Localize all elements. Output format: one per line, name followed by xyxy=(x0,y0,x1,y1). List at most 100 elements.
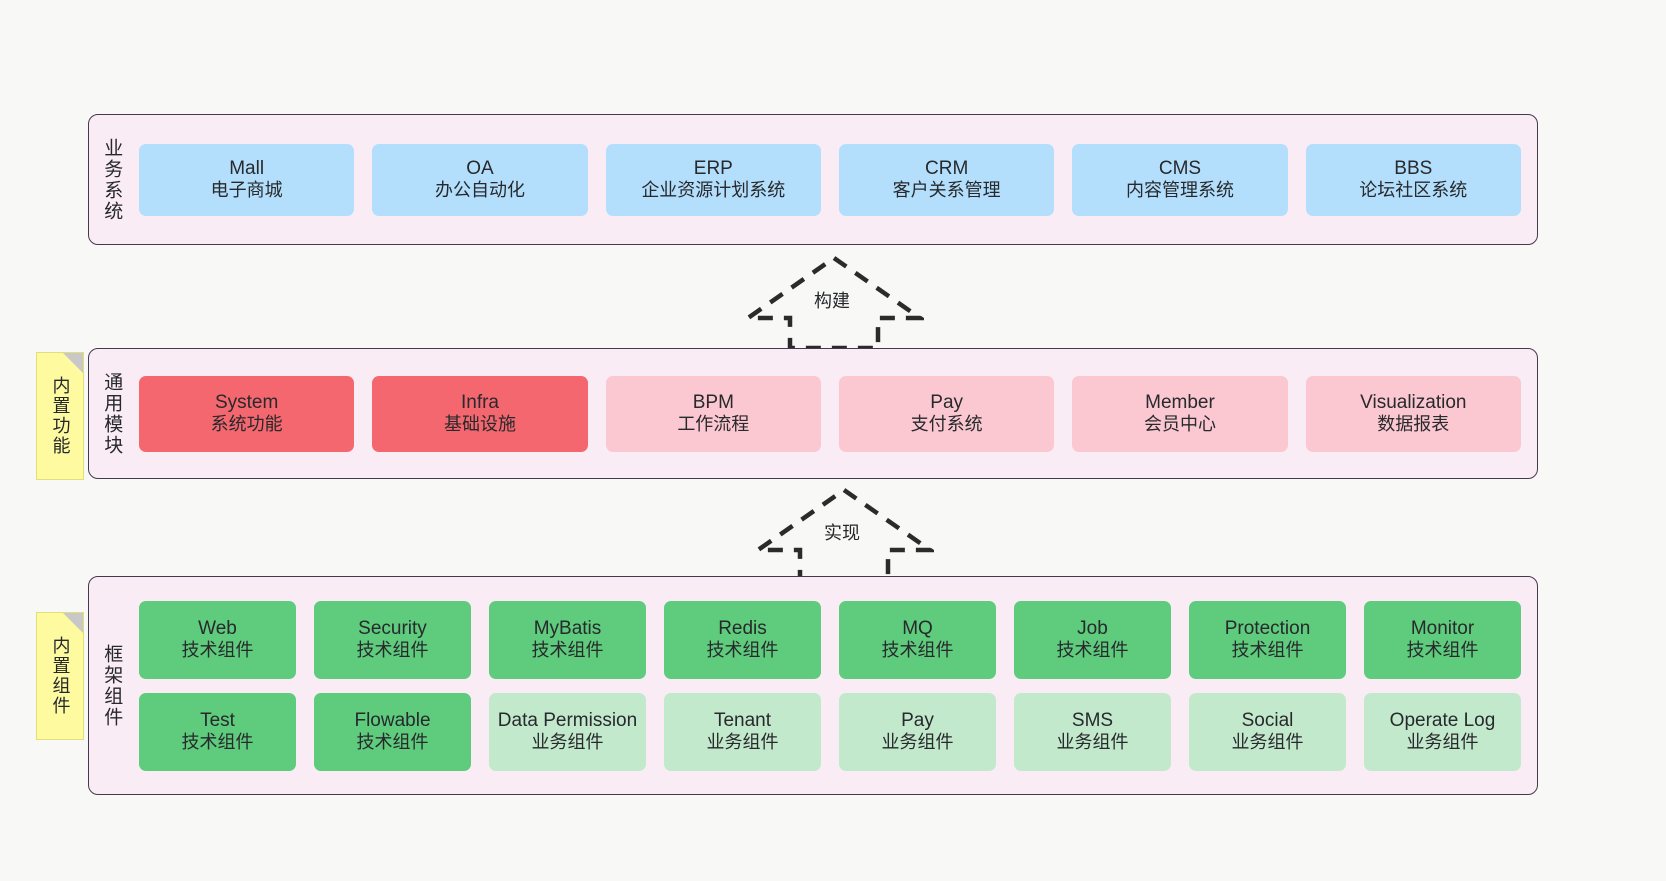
box-name: Redis xyxy=(718,617,767,639)
component-box-security[interactable]: Security 技术组件 xyxy=(314,600,471,679)
box-name: ERP xyxy=(693,157,733,179)
box-subtitle: 技术组件 xyxy=(1406,640,1479,661)
box-subtitle: 内容管理系统 xyxy=(1125,180,1234,201)
box-name: BPM xyxy=(692,391,734,413)
module-box-member[interactable]: Member 会员中心 xyxy=(1072,375,1288,452)
box-subtitle: 技术组件 xyxy=(1056,640,1129,661)
component-box-protection[interactable]: Protection 技术组件 xyxy=(1189,600,1346,679)
box-row: System 系统功能 Infra 基础设施 BPM 工作流程 Pay 支付系统… xyxy=(139,375,1521,452)
sticky-note-label: 内置组件 xyxy=(50,636,71,716)
box-subtitle: 业务组件 xyxy=(1231,732,1304,753)
sticky-note-builtin-functions: 内置功能 xyxy=(36,352,84,480)
box-subtitle: 会员中心 xyxy=(1143,414,1216,435)
box-row: Web 技术组件 Security 技术组件 MyBatis 技术组件 Redi… xyxy=(139,600,1521,679)
layer-title-framework: 框架组件 xyxy=(101,643,123,728)
business-box-bbs[interactable]: BBS 论坛社区系统 xyxy=(1305,143,1521,216)
component-box-data-permission[interactable]: Data Permission 业务组件 xyxy=(489,692,646,771)
layer-body-common: System 系统功能 Infra 基础设施 BPM 工作流程 Pay 支付系统… xyxy=(133,349,1537,478)
box-name: BBS xyxy=(1394,157,1433,179)
box-name: Security xyxy=(358,617,427,639)
module-box-bpm[interactable]: BPM 工作流程 xyxy=(605,375,821,452)
box-subtitle: 业务组件 xyxy=(706,732,779,753)
box-name: Test xyxy=(200,709,235,731)
module-box-system[interactable]: System 系统功能 xyxy=(139,375,355,452)
box-subtitle: 技术组件 xyxy=(881,640,954,661)
box-name: Tenant xyxy=(713,709,772,731)
component-box-operate-log[interactable]: Operate Log 业务组件 xyxy=(1364,692,1521,771)
component-box-flowable[interactable]: Flowable 技术组件 xyxy=(314,692,471,771)
business-box-cms[interactable]: CMS 内容管理系统 xyxy=(1072,143,1288,216)
box-subtitle: 办公自动化 xyxy=(434,180,525,201)
box-name: CRM xyxy=(925,157,969,179)
layer-common-module: 通用模块 System 系统功能 Infra 基础设施 BPM 工作流程 Pay… xyxy=(88,348,1538,479)
component-box-mybatis[interactable]: MyBatis 技术组件 xyxy=(489,600,646,679)
business-box-erp[interactable]: ERP 企业资源计划系统 xyxy=(605,143,821,216)
box-name: Data Permission xyxy=(497,709,638,731)
box-subtitle: 技术组件 xyxy=(181,640,254,661)
connector-build-label: 构建 xyxy=(814,291,850,311)
module-box-infra[interactable]: Infra 基础设施 xyxy=(372,375,588,452)
box-subtitle: 论坛社区系统 xyxy=(1359,180,1468,201)
box-name: Pay xyxy=(901,709,934,731)
box-subtitle: 工作流程 xyxy=(677,414,750,435)
component-box-sms[interactable]: SMS 业务组件 xyxy=(1014,692,1171,771)
layer-body-business: Mall 电子商城 OA 办公自动化 ERP 企业资源计划系统 CRM 客户关系… xyxy=(133,115,1537,244)
layer-title-common: 通用模块 xyxy=(101,371,123,456)
box-row: Test 技术组件 Flowable 技术组件 Data Permission … xyxy=(139,692,1521,771)
box-name: Pay xyxy=(930,391,964,413)
module-box-visualization[interactable]: Visualization 数据报表 xyxy=(1305,375,1521,452)
box-subtitle: 技术组件 xyxy=(531,640,604,661)
component-box-monitor[interactable]: Monitor 技术组件 xyxy=(1364,600,1521,679)
box-name: SMS xyxy=(1071,709,1114,731)
connector-implement-label: 实现 xyxy=(824,523,860,543)
box-name: System xyxy=(214,391,279,413)
component-box-mq[interactable]: MQ 技术组件 xyxy=(839,600,996,679)
component-box-tenant[interactable]: Tenant 业务组件 xyxy=(664,692,821,771)
component-box-social[interactable]: Social 业务组件 xyxy=(1189,692,1346,771)
box-name: MQ xyxy=(902,617,933,639)
module-box-pay[interactable]: Pay 支付系统 xyxy=(838,375,1055,452)
box-subtitle: 技术组件 xyxy=(356,640,429,661)
box-subtitle: 技术组件 xyxy=(1231,640,1304,661)
box-subtitle: 电子商城 xyxy=(210,180,283,201)
box-subtitle: 系统功能 xyxy=(210,414,283,435)
business-box-mall[interactable]: Mall 电子商城 xyxy=(139,143,355,216)
layer-framework-component: 框架组件 Web 技术组件 Security 技术组件 MyBatis 技术组件… xyxy=(88,576,1538,795)
box-name: Operate Log xyxy=(1389,709,1496,731)
box-name: OA xyxy=(466,157,494,179)
box-name: Web xyxy=(198,617,237,639)
box-name: Flowable xyxy=(354,709,431,731)
layer-body-framework: Web 技术组件 Security 技术组件 MyBatis 技术组件 Redi… xyxy=(133,577,1537,794)
box-subtitle: 业务组件 xyxy=(1406,732,1479,753)
sticky-note-builtin-components: 内置组件 xyxy=(36,612,84,740)
business-box-crm[interactable]: CRM 客户关系管理 xyxy=(838,143,1055,216)
business-box-oa[interactable]: OA 办公自动化 xyxy=(372,143,588,216)
box-name: Mall xyxy=(229,157,265,179)
component-box-job[interactable]: Job 技术组件 xyxy=(1014,600,1171,679)
box-subtitle: 业务组件 xyxy=(1056,732,1129,753)
box-subtitle: 企业资源计划系统 xyxy=(641,180,786,201)
box-subtitle: 基础设施 xyxy=(443,414,516,435)
box-name: CMS xyxy=(1158,157,1202,179)
box-subtitle: 技术组件 xyxy=(181,732,254,753)
box-subtitle: 业务组件 xyxy=(531,732,604,753)
component-box-pay[interactable]: Pay 业务组件 xyxy=(839,692,996,771)
layer-title-business: 业务系统 xyxy=(101,137,123,222)
box-subtitle: 业务组件 xyxy=(881,732,954,753)
component-box-redis[interactable]: Redis 技术组件 xyxy=(664,600,821,679)
box-name: Protection xyxy=(1224,617,1311,639)
layer-business-system: 业务系统 Mall 电子商城 OA 办公自动化 ERP 企业资源计划系统 CRM… xyxy=(88,114,1538,245)
box-subtitle: 客户关系管理 xyxy=(892,180,1001,201)
box-subtitle: 数据报表 xyxy=(1377,414,1450,435)
box-name: Member xyxy=(1145,391,1215,413)
component-box-test[interactable]: Test 技术组件 xyxy=(139,692,296,771)
box-name: MyBatis xyxy=(533,617,602,639)
box-name: Visualization xyxy=(1360,391,1467,413)
box-name: Social xyxy=(1241,709,1294,731)
box-name: Job xyxy=(1077,617,1108,639)
box-subtitle: 技术组件 xyxy=(706,640,779,661)
box-subtitle: 支付系统 xyxy=(910,414,983,435)
component-box-web[interactable]: Web 技术组件 xyxy=(139,600,296,679)
sticky-note-label: 内置功能 xyxy=(50,376,71,456)
box-row: Mall 电子商城 OA 办公自动化 ERP 企业资源计划系统 CRM 客户关系… xyxy=(139,143,1521,216)
